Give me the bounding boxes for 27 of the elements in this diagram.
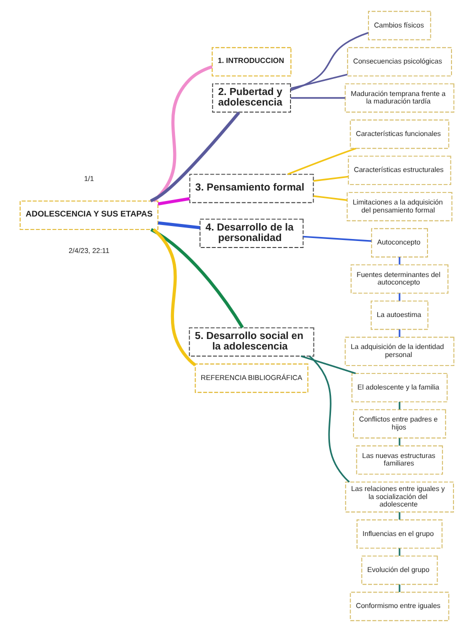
node-box: 2. Pubertad y adolescencia xyxy=(212,83,291,113)
connector xyxy=(309,356,350,483)
connector xyxy=(150,111,240,202)
connector xyxy=(313,176,348,182)
connector xyxy=(290,32,369,91)
connector xyxy=(300,355,356,374)
connector xyxy=(152,228,196,366)
node-box: 5. Desarrollo social en la adolescencia xyxy=(188,327,314,357)
connector xyxy=(398,257,400,265)
connector xyxy=(290,74,348,90)
node-box: 4. Desarrollo de la personalidad xyxy=(200,218,304,248)
connector xyxy=(158,197,190,206)
connector xyxy=(398,402,400,410)
connector xyxy=(290,97,346,99)
connector xyxy=(398,438,400,446)
connector xyxy=(398,584,400,592)
connector xyxy=(398,330,400,337)
connector xyxy=(158,221,200,230)
connector xyxy=(287,148,356,175)
connector xyxy=(398,548,400,556)
node-box: 3. Pensamiento formal xyxy=(189,174,314,204)
connector xyxy=(150,228,244,328)
connector xyxy=(152,65,213,202)
connector xyxy=(303,236,372,242)
connector xyxy=(313,195,348,201)
connector xyxy=(398,512,400,520)
connector xyxy=(398,293,400,301)
